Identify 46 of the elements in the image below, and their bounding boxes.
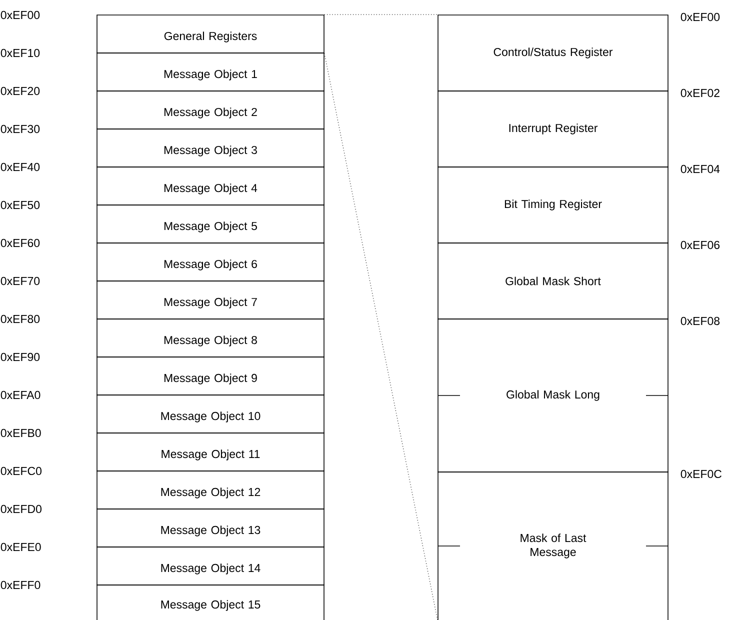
address-label: 0xEFE0 — [0, 542, 41, 552]
memory-cell: Message Object 5 — [96, 204, 324, 244]
memory-cell: Message Object 15 — [96, 584, 324, 620]
address-label: 0xEFF0 — [0, 580, 40, 590]
address-label: 0xEF40 — [0, 162, 40, 172]
memory-cell: Message Object 12 — [96, 470, 324, 510]
address-label: 0xEF08 — [680, 316, 720, 326]
memory-cell: Message Object 14 — [96, 546, 324, 586]
zoom-line — [324, 53, 438, 620]
address-label: 0xEF60 — [0, 238, 40, 248]
address-label: 0xEF90 — [0, 352, 40, 362]
address-label: 0xEF0C — [680, 470, 722, 478]
memory-cell: Interrupt Register — [438, 90, 668, 168]
address-label: 0xEF20 — [0, 86, 40, 96]
memory-cell: Bit Timing Register — [438, 166, 668, 244]
memory-cell: Message Object 9 — [96, 356, 324, 396]
address-label: 0xEF00 — [0, 10, 40, 20]
memory-cell: Message Object 11 — [96, 432, 324, 472]
memory-cell: Control/Status Register — [438, 14, 668, 92]
address-label: 0xEF00 — [680, 12, 720, 22]
memory-cell: Message Object 4 — [96, 166, 324, 206]
address-label: 0xEF04 — [680, 164, 720, 174]
memory-cell: Message Object 1 — [96, 52, 324, 92]
memory-cell: Global Mask Short — [438, 242, 668, 320]
memory-cell: Message Object 3 — [96, 128, 324, 168]
address-label: 0xEFC0 — [0, 466, 42, 476]
zoom-line — [324, 14, 438, 15]
address-label: 0xEF06 — [680, 240, 720, 250]
memory-cell: Message Object 8 — [96, 318, 324, 358]
memory-cell: Message Object 10 — [96, 394, 324, 434]
memory-cell: Message Object 6 — [96, 242, 324, 282]
memory-cell: Message Object 13 — [96, 508, 324, 548]
address-label: 0xEF80 — [0, 314, 40, 324]
address-label: 0xEF70 — [0, 276, 40, 286]
address-label: 0xEFA0 — [0, 390, 40, 400]
memory-cell: Mask of Last Message — [438, 472, 668, 620]
address-label: 0xEFD0 — [0, 504, 42, 514]
memory-cell: Message Object 2 — [96, 90, 324, 130]
address-label: 0xEF50 — [0, 200, 40, 210]
memory-cell: General Registers — [96, 14, 324, 54]
address-label: 0xEFB0 — [0, 428, 41, 438]
address-label: 0xEF30 — [0, 124, 40, 134]
memory-cell: Global Mask Long — [438, 318, 668, 472]
address-label: 0xEF02 — [680, 88, 720, 98]
memory-cell: Message Object 7 — [96, 280, 324, 320]
address-label: 0xEF10 — [0, 48, 40, 58]
